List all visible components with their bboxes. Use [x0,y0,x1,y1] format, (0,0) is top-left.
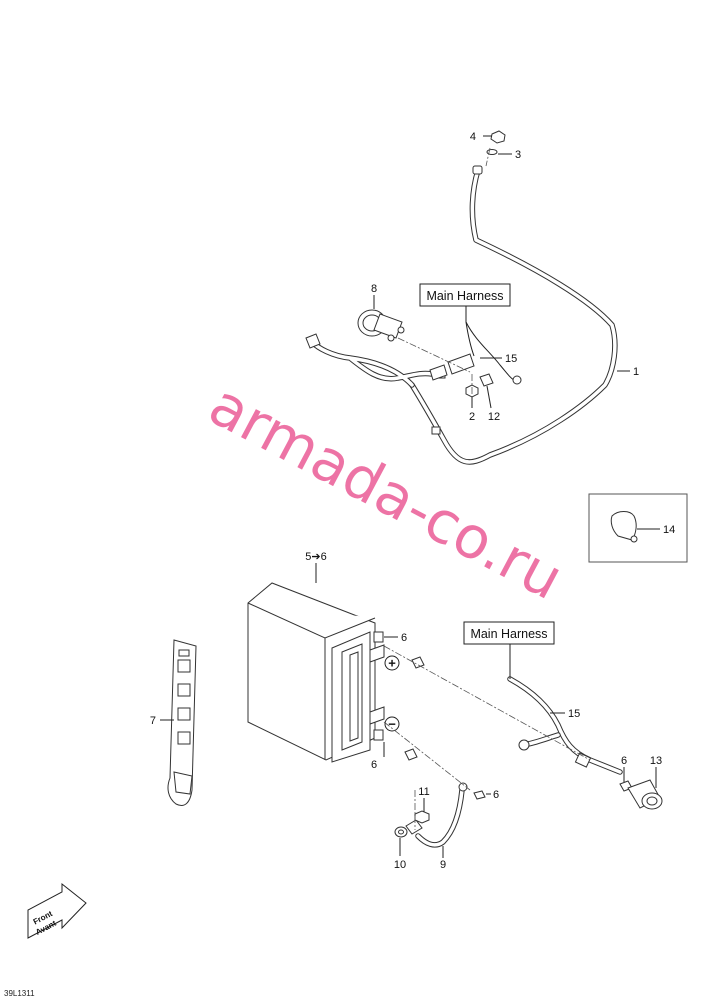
ground-cable-top [465,321,522,385]
label-box-main-harness-top: Main Harness [419,283,511,307]
callout-8: 8 [371,283,377,295]
harness-battery-lead [507,676,623,775]
positive-marker: + [384,655,400,671]
callout-15-bottom: 15 [568,708,580,720]
terminal-nut-negative [404,748,418,761]
negative-marker: − [384,716,400,732]
watermark: armada-co.ru [198,370,573,613]
callout-14: 14 [663,524,675,536]
push-clip-4 [490,130,506,144]
label-main-harness-top: Main Harness [426,289,503,303]
battery-strap [167,639,197,806]
callout-3: 3 [515,149,521,161]
detail-box-part-14: 14 [588,493,688,563]
front-direction-marker: Front Avant [27,882,87,939]
callout-12: 12 [488,411,500,423]
callout-10: 10 [394,859,406,871]
callout-15-top: 15 [505,353,517,365]
spring-nut-12 [479,373,494,387]
fuse-holder-13 [627,779,663,810]
harness-clip [431,426,441,435]
label-box-main-harness-bottom: Main Harness [463,621,555,645]
battery [247,582,376,763]
relay-solenoid [357,309,405,342]
reference-code: 39L1311 [4,989,35,998]
callout-2: 2 [469,411,475,423]
callout-6-fuse: 6 [621,755,627,767]
harness-ground-bracket [429,353,475,381]
harness-end-connector [305,333,321,349]
lock-washer-10 [394,826,408,838]
positive-symbol: + [388,656,396,671]
callout-6-cable: 6 [493,789,499,801]
main-harness-assembly [305,165,618,465]
callout-11: 11 [418,786,429,798]
label-main-harness-bottom: Main Harness [470,627,547,641]
terminal-nut-positive [411,656,425,669]
callout-13: 13 [650,755,662,767]
callout-7: 7 [150,715,156,727]
callout-9: 9 [440,859,446,871]
callout-6-negative: 6 [371,759,377,771]
callout-4: 4 [470,131,476,143]
nut-11 [414,810,430,824]
negative-terminal [369,706,385,741]
callout-5-6-battery: 5➔6 [305,551,326,563]
positive-terminal [369,631,385,663]
negative-symbol: − [388,717,396,732]
callout-6-positive: 6 [401,632,407,644]
cable-tie-icon [610,511,637,541]
harness-end-connector [472,165,483,175]
callout-1: 1 [633,366,639,378]
negative-battery-cable [405,782,468,848]
bolt-6-cable [473,790,486,800]
